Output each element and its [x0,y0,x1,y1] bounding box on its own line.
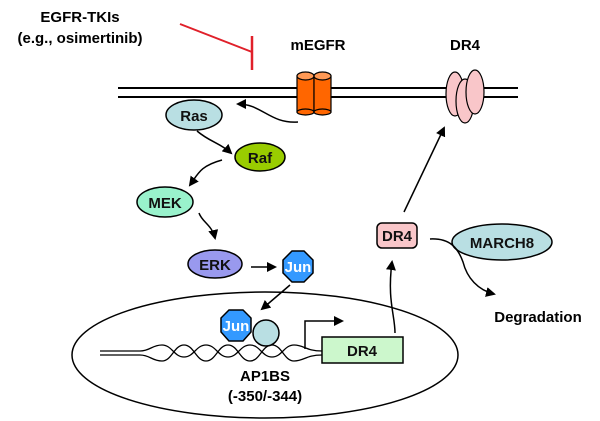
dr4-gene-box: DR4 [321,336,404,364]
arrow-jun-to-nucleus [260,284,291,311]
jun-nuclear-label: Jun [223,318,250,335]
mEGFR-receptor [296,71,332,116]
dr4-protein-box: DR4 [376,222,418,249]
inhibitor-label-line2: (e.g., osimertinib) [17,30,142,47]
arrow-dr4-to-membrane [403,126,446,213]
ras-label: Ras [180,108,208,125]
inhibition-symbol [179,23,254,70]
transcription-start-arrow [304,316,344,349]
dr4-gene-label: DR4 [347,343,378,360]
ap1bs-label: AP1BS [240,368,290,385]
dr4-receptor [445,69,485,124]
dna-helix [100,344,323,362]
arrow-raf-to-mek [188,159,223,187]
jun-nuclear-node: Jun [220,309,280,347]
erk-node: ERK [187,249,243,279]
raf-label: Raf [248,150,273,167]
inhibitor-label-line1: EGFR-TKIs [40,9,119,26]
mEGFR-label: mEGFR [290,37,345,54]
arrow-egfr-to-ras [236,99,299,123]
march8-label: MARCH8 [470,235,534,252]
arrow-gene-to-dr4-protein [386,260,396,334]
mek-label: MEK [148,195,182,212]
arrow-ras-to-raf [196,130,233,155]
jun-cytoplasmic-node: Jun [282,250,314,283]
march8-node: MARCH8 [451,223,553,261]
dr4-receptor-label: DR4 [450,37,481,54]
degradation-label: Degradation [494,309,582,326]
nucleus [71,291,459,419]
ras-node: Ras [165,99,223,131]
mek-node: MEK [136,186,194,218]
raf-node: Raf [234,142,286,172]
erk-label: ERK [199,257,231,274]
ap1bs-position-label: (-350/-344) [228,388,302,405]
dr4-protein-label: DR4 [382,228,413,245]
arrow-to-degradation [429,238,496,297]
arrow-mek-to-erk [198,212,219,240]
jun-cytoplasmic-label: Jun [285,259,312,276]
